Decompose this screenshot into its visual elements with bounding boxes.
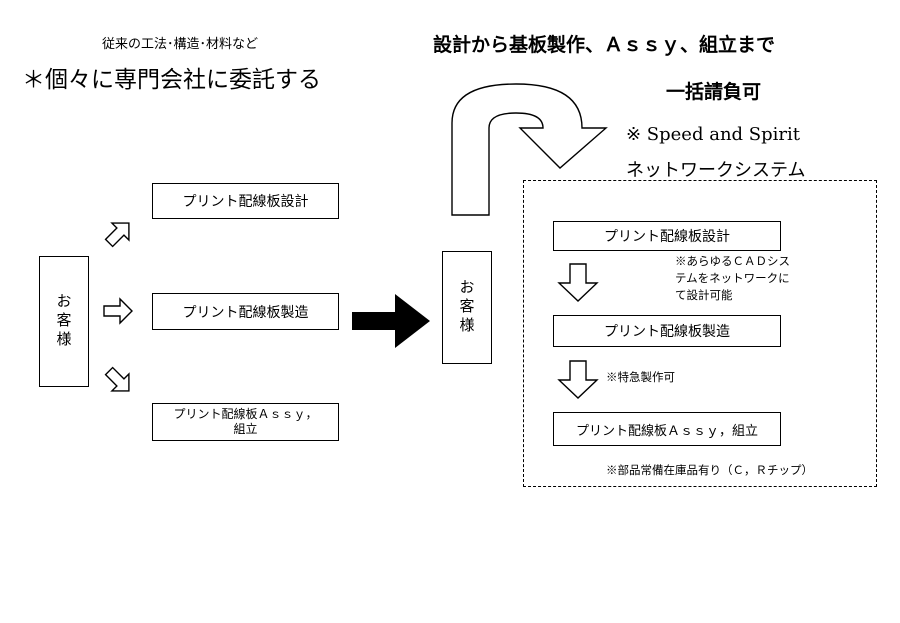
network-line-2: ネットワークシステム (626, 160, 806, 181)
arrow-right-icon (103, 297, 133, 325)
right-step-manufacture-label: プリント配線板製造 (604, 324, 730, 340)
right-customer-box: お客様 (442, 251, 492, 364)
left-customer-label: お客様 (54, 293, 73, 350)
left-step-manufacture: プリント配線板製造 (152, 293, 339, 330)
left-step-assembly-label: プリント配線板Ａｓｓｙ， 組立 (173, 407, 318, 436)
right-headline-2: 一括請負可 (666, 81, 762, 103)
right-step-design: プリント配線板設計 (553, 221, 781, 251)
big-right-arrow-icon (352, 294, 430, 348)
arrow-up-right-icon (104, 222, 130, 248)
arrow-down-right-icon (104, 366, 130, 392)
right-headline: 設計から基板製作、Ａｓｓｙ、組立まで (433, 34, 776, 56)
left-customer-box: お客様 (39, 256, 89, 387)
right-step-design-label: プリント配線板設計 (604, 229, 730, 245)
right-step-manufacture: プリント配線板製造 (553, 315, 781, 347)
arrow-down-icon (557, 360, 599, 399)
right-step-assembly: プリント配線板Ａｓｓｙ，組立 (553, 412, 781, 446)
left-headline: ＊個々に専門会社に委託する (22, 67, 321, 93)
uturn-arrow-icon (451, 83, 608, 216)
left-subtitle: 従来の工法･構造･材料など (102, 37, 259, 52)
network-line-1: ※ Speed and Spirit (626, 124, 800, 145)
right-customer-label: お客様 (457, 279, 476, 336)
right-step-assembly-label: プリント配線板Ａｓｓｙ，組立 (575, 423, 758, 439)
note-stock: ※部品常備在庫品有り（Ｃ，Ｒチップ） (606, 463, 813, 477)
note-cad: ※あらゆるＣＡＤシス テムをネットワークに て設計可能 (675, 254, 790, 302)
left-step-assembly: プリント配線板Ａｓｓｙ， 組立 (152, 403, 339, 441)
left-step-design-label: プリント配線板設計 (182, 194, 309, 210)
arrow-down-icon (557, 263, 599, 302)
note-express: ※特急製作可 (606, 370, 675, 384)
left-step-manufacture-label: プリント配線板製造 (182, 304, 309, 321)
left-step-design: プリント配線板設計 (152, 183, 339, 219)
network-system-container (523, 180, 877, 487)
